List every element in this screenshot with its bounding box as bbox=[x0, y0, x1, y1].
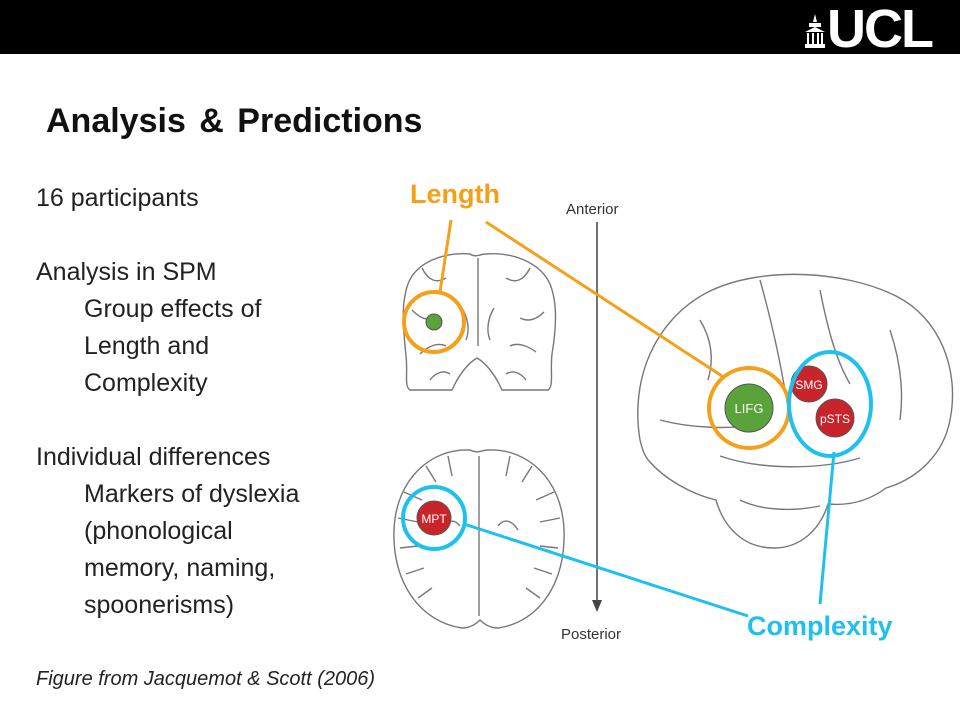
lifg-label: LIFG bbox=[735, 401, 764, 416]
figure-caption: Figure from Jacquemot & Scott (2006) bbox=[36, 668, 376, 690]
sub-bullet-line: (phonological bbox=[84, 517, 233, 545]
axis-arrow bbox=[592, 222, 602, 612]
psts-region: pSTS bbox=[815, 398, 855, 438]
bullet-analysis: Analysis in SPM bbox=[36, 258, 217, 286]
coronal-green-region bbox=[425, 313, 443, 331]
length-label: Length bbox=[410, 179, 500, 209]
length-connectors bbox=[438, 219, 723, 378]
posterior-label: Posterior bbox=[561, 626, 621, 643]
complexity-connectors bbox=[463, 451, 836, 618]
mpt-label: MPT bbox=[421, 512, 447, 526]
smg-label: SMG bbox=[795, 378, 822, 392]
sub-bullet-line: spoonerisms) bbox=[84, 591, 235, 619]
brain-figure: Anterior Posterior bbox=[393, 179, 954, 643]
slide-body: 16 participants Analysis in SPM Group ef… bbox=[36, 180, 366, 624]
smg-region: SMG bbox=[790, 365, 828, 403]
length-ring-coronal bbox=[402, 290, 466, 354]
bullet-participants: 16 participants bbox=[36, 184, 199, 212]
logo-text: UCL bbox=[827, 0, 934, 59]
complexity-label: Complexity bbox=[747, 611, 893, 641]
lifg-region: LIFG bbox=[724, 383, 774, 433]
complexity-ring-sagittal bbox=[787, 350, 873, 458]
sub-bullet-line: Group effects of bbox=[84, 295, 262, 323]
portico-icon bbox=[805, 14, 826, 48]
sub-bullet-line: Markers of dyslexia bbox=[84, 480, 300, 508]
anterior-label: Anterior bbox=[566, 201, 619, 218]
ucl-logo: UCL bbox=[805, 0, 934, 59]
top-bar: UCL bbox=[0, 0, 960, 59]
bullet-individual-differences: Individual differences bbox=[36, 443, 271, 471]
sub-bullet-line: Complexity bbox=[84, 369, 208, 397]
sagittal-view bbox=[637, 273, 954, 549]
complexity-ring-axial bbox=[401, 485, 467, 551]
sub-bullet-line: Length and bbox=[84, 332, 210, 360]
slide-title: Analysis & Predictions bbox=[46, 102, 423, 140]
sub-bullet-line: memory, naming, bbox=[84, 554, 276, 582]
mpt-region: MPT bbox=[416, 500, 452, 536]
psts-label: pSTS bbox=[820, 412, 850, 426]
axial-section bbox=[393, 449, 565, 629]
